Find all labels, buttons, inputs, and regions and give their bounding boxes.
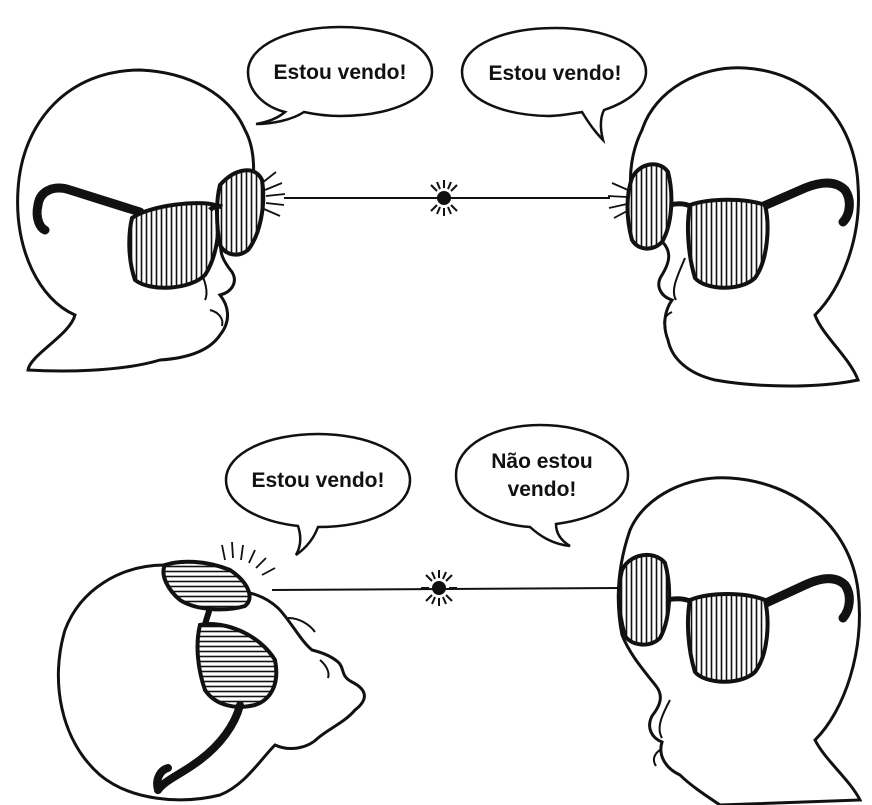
light-rays-bottom-left	[221, 541, 276, 576]
glasses-bottom-left	[153, 559, 279, 794]
speech-text-bottom-right-line1: Não estou	[491, 450, 593, 473]
light-rays-top-right	[607, 182, 630, 219]
top-scene: Estou vendo! Estou vendo!	[16, 25, 861, 388]
speech-text-top-left: Estou vendo!	[273, 61, 406, 84]
light-source-bottom-icon	[421, 570, 457, 606]
light-rays-top-left	[261, 171, 286, 217]
speech-text-top-right: Estou vendo!	[488, 62, 621, 85]
speech-bubble-top-right: Estou vendo!	[460, 26, 648, 145]
light-source-top-icon	[426, 180, 462, 216]
speech-text-bottom-left: Estou vendo!	[251, 469, 384, 492]
bottom-scene: Estou vendo! Não estou vendo!	[56, 423, 863, 805]
speech-bubble-bottom-left: Estou vendo!	[224, 432, 412, 557]
glasses-top-left	[32, 168, 266, 290]
glasses-bottom-right	[616, 553, 854, 684]
speech-text-bottom-right-line2: vendo!	[508, 478, 577, 501]
speech-bubble-bottom-right: Não estou vendo!	[454, 423, 630, 548]
speech-bubble-top-left: Estou vendo!	[246, 25, 434, 126]
glasses-top-right	[625, 162, 854, 290]
light-beam-bottom	[271, 587, 621, 591]
